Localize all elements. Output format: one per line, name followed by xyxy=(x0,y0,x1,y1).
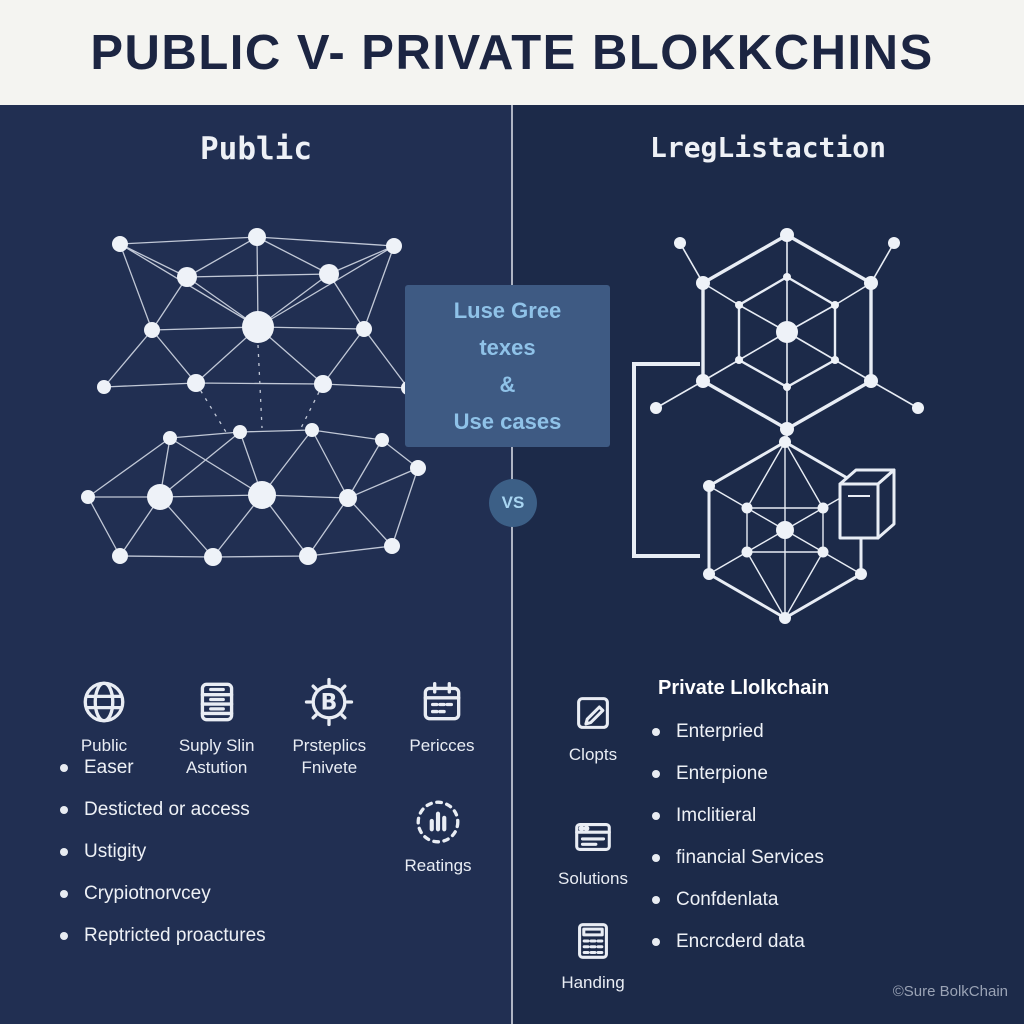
ledger-icon xyxy=(200,682,233,722)
feature-item-clopts: Clopts xyxy=(545,690,641,766)
private-blockchain-heading: Private Llolkchain xyxy=(658,677,830,699)
center-line: Use cases xyxy=(453,409,562,434)
browser-icon xyxy=(575,823,611,851)
feature-item-handing: Handing xyxy=(545,918,641,994)
page-title: PUBLIC V- PRIVATE BLOKKCHINS xyxy=(90,25,934,80)
calculator-icon xyxy=(578,923,608,959)
svg-text:B: B xyxy=(321,691,338,716)
feature-item-pericces: Pericces xyxy=(388,677,496,779)
calendar-icon xyxy=(423,682,461,721)
bullet-item: Encrcderd data xyxy=(652,927,824,969)
vs-badge: VS xyxy=(489,479,537,527)
bullet-item: financial Services xyxy=(652,843,824,885)
feature-item-public: Public xyxy=(50,677,158,779)
bullet-item: Enterpried xyxy=(652,717,824,759)
bullet-item: Confdenlata xyxy=(652,885,824,927)
icon-label: Prsteplics Fnivete xyxy=(292,736,367,777)
center-line: texes xyxy=(479,335,536,360)
icon-label: Handing xyxy=(561,973,625,992)
column-divider xyxy=(511,105,513,1024)
icon-label: Reatings xyxy=(404,856,472,875)
edit-box-icon xyxy=(577,697,609,729)
center-line: & xyxy=(499,372,516,397)
watermark-credit: ©Sure BolkChain xyxy=(892,983,1008,1000)
icon-label: Clopts xyxy=(568,745,618,764)
bullet-item: Crypiotnorvcey xyxy=(60,879,266,921)
icon-label: Suply Slin Astution xyxy=(178,736,255,777)
header: PUBLIC V- PRIVATE BLOKKCHINS xyxy=(0,0,1024,105)
left-column-title: Public xyxy=(200,131,312,167)
icon-label: Solutions xyxy=(558,869,628,888)
feature-item-reatings: Reatings xyxy=(383,797,493,877)
right-icon-column: Clopts Solutions xyxy=(545,690,641,994)
left-icon-row: Public Suply Slin Astution B xyxy=(50,677,496,779)
main-panel: Public LregListaction Luse Gree texes & … xyxy=(0,105,1024,1024)
icon-label: Pericces xyxy=(409,736,475,755)
bullet-item: Easer xyxy=(60,753,266,795)
bullet-item: Reptricted proactures xyxy=(60,921,266,963)
left-bullet-list: Easer Desticted or access Ustigity Crypi… xyxy=(60,753,266,963)
icon-label: Public xyxy=(80,736,128,755)
center-line: Luse Gree xyxy=(453,298,562,323)
center-label-box: Luse Gree texes & Use cases xyxy=(405,285,610,447)
feature-item-supply: Suply Slin Astution xyxy=(163,677,271,779)
bullet-item: Ustigity xyxy=(60,837,266,879)
globe-icon xyxy=(83,681,125,723)
right-column-title: LregListaction xyxy=(649,131,886,164)
chart-burst-icon xyxy=(416,800,460,844)
feature-item-bitcoin: B Prsteplics Fnivete xyxy=(275,677,383,779)
bullet-item: Desticted or access xyxy=(60,795,266,837)
feature-item-solutions: Solutions xyxy=(545,814,641,890)
bullet-item: Imclitieral xyxy=(652,801,824,843)
network-graphic xyxy=(81,228,924,624)
bitcoin-icon: B xyxy=(305,677,354,727)
bullet-item: Enterpione xyxy=(652,759,824,801)
right-bullet-list: Enterpried Enterpione Imclitieral financ… xyxy=(652,717,824,969)
